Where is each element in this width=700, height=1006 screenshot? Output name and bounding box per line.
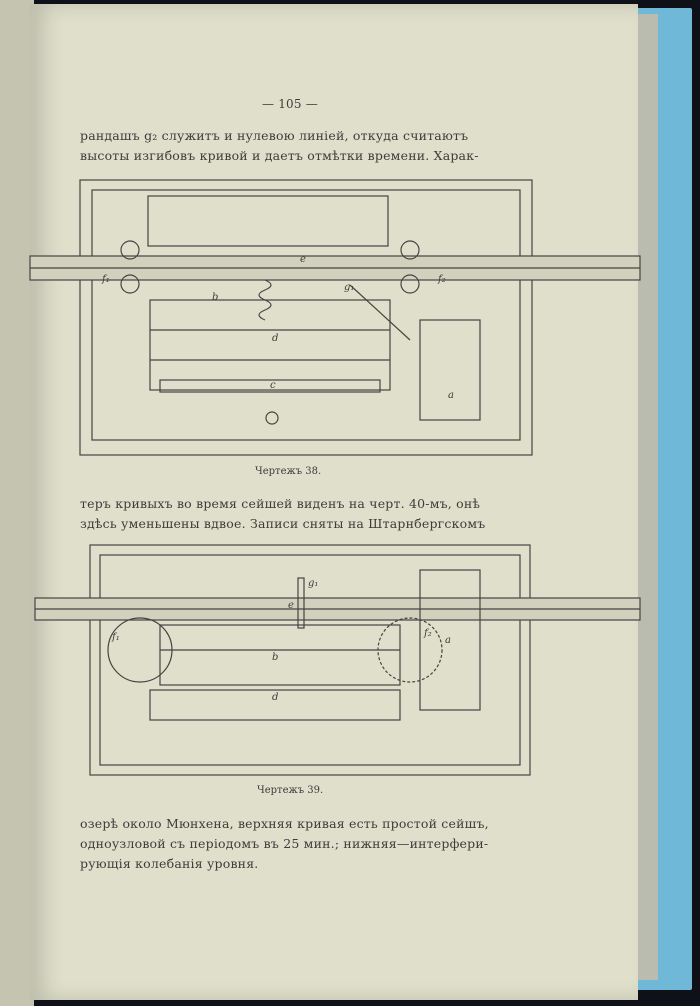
figure-label: a: [448, 390, 454, 401]
figure-label: f₂: [424, 628, 432, 639]
figure-label: d: [272, 333, 279, 344]
figure-label: b: [212, 292, 219, 303]
text-line: высоты изгибовъ кривой и даетъ отмѣтки в…: [80, 148, 479, 163]
text-line: здѣсь уменьшены вдвое. Записи сняты на Ш…: [80, 516, 486, 531]
figure-label: g₁: [308, 578, 319, 589]
book-page: [30, 4, 638, 1000]
figure-label: f₁: [102, 274, 110, 285]
figure-label: e: [300, 254, 306, 265]
figure-label: f₂: [438, 274, 446, 285]
figure-label: c: [270, 380, 276, 391]
figure-label: a: [445, 635, 451, 646]
figure-38-caption: Чертежъ 38.: [255, 466, 322, 477]
text-line: теръ кривыхъ во время сейшей виденъ на ч…: [80, 496, 481, 511]
figure-label: b: [272, 652, 279, 663]
text-line: рующія колебанія уровня.: [80, 856, 259, 871]
text-line: рандашъ g₂ служитъ и нулевою линіей, отк…: [80, 128, 469, 143]
page-block-edge: [636, 14, 658, 980]
facing-page: [0, 0, 34, 1006]
figure-39-caption: Чертежъ 39.: [257, 785, 324, 796]
figure-label: e: [288, 600, 294, 611]
page-number: — 105 —: [262, 97, 318, 111]
figure-label: d: [272, 692, 279, 703]
figure-label: g₁: [344, 282, 355, 293]
figure-label: f₁: [112, 632, 120, 643]
text-line: озерѣ около Мюнхена, верхняя кривая есть…: [80, 816, 489, 831]
text-line: одноузловой съ періодомъ въ 25 мин.; ниж…: [80, 836, 489, 851]
